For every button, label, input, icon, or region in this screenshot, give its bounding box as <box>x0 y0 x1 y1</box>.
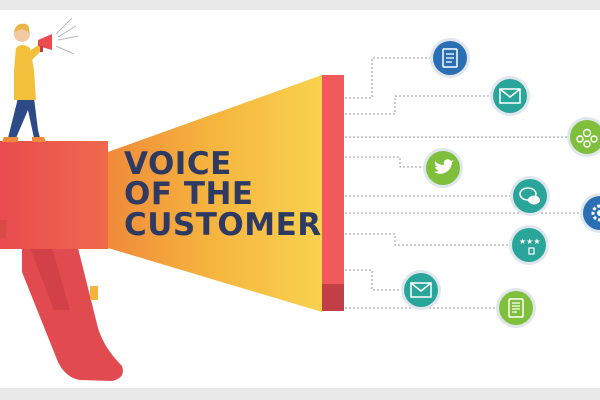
settings-gear-icon <box>580 193 600 233</box>
channel-icons: ★★★ <box>401 38 600 328</box>
email-envelope-icon <box>490 76 530 116</box>
community-people-icon <box>567 117 600 157</box>
voice-of-customer-illustration: VOICE OF THE CUSTOMER ★★★ <box>0 17 600 381</box>
headline-line-1: VOICE <box>124 146 232 182</box>
twitter-bird-icon <box>423 148 463 188</box>
person-shoes <box>2 137 46 142</box>
headline-line-2: OF THE <box>124 176 254 212</box>
svg-text:★★★: ★★★ <box>519 237 541 246</box>
connector-line <box>345 233 510 246</box>
megaphone-trigger <box>90 286 98 300</box>
connector-line <box>345 156 423 168</box>
connector-line <box>345 57 430 99</box>
megaphone-body <box>0 141 108 249</box>
person-hair <box>14 23 30 32</box>
sound-lines <box>55 17 79 55</box>
person-arm <box>28 44 42 60</box>
illustration-canvas: VOICE OF THE CUSTOMER ★★★ <box>0 10 600 388</box>
megaphone-rim <box>322 75 344 311</box>
document-report-icon <box>496 288 536 328</box>
megaphone-body-edge <box>0 220 6 238</box>
megaphone-cone <box>108 75 322 312</box>
connector-line <box>345 269 402 291</box>
person-torso <box>14 45 36 100</box>
megaphone-rim-shade <box>322 284 344 311</box>
headline-line-3: CUSTOMER <box>124 207 322 243</box>
person-figure <box>2 17 79 142</box>
star-rating-icon: ★★★ <box>509 225 549 265</box>
connector-lines <box>345 57 587 309</box>
survey-form-icon <box>430 38 470 78</box>
small-megaphone-grip <box>40 46 43 52</box>
person-legs <box>8 98 40 138</box>
chat-bubbles-icon <box>510 176 550 216</box>
email-envelope-icon <box>401 270 441 310</box>
megaphone-handle-shadow <box>30 248 70 310</box>
connector-line <box>345 95 490 115</box>
megaphone-handle <box>22 248 123 381</box>
